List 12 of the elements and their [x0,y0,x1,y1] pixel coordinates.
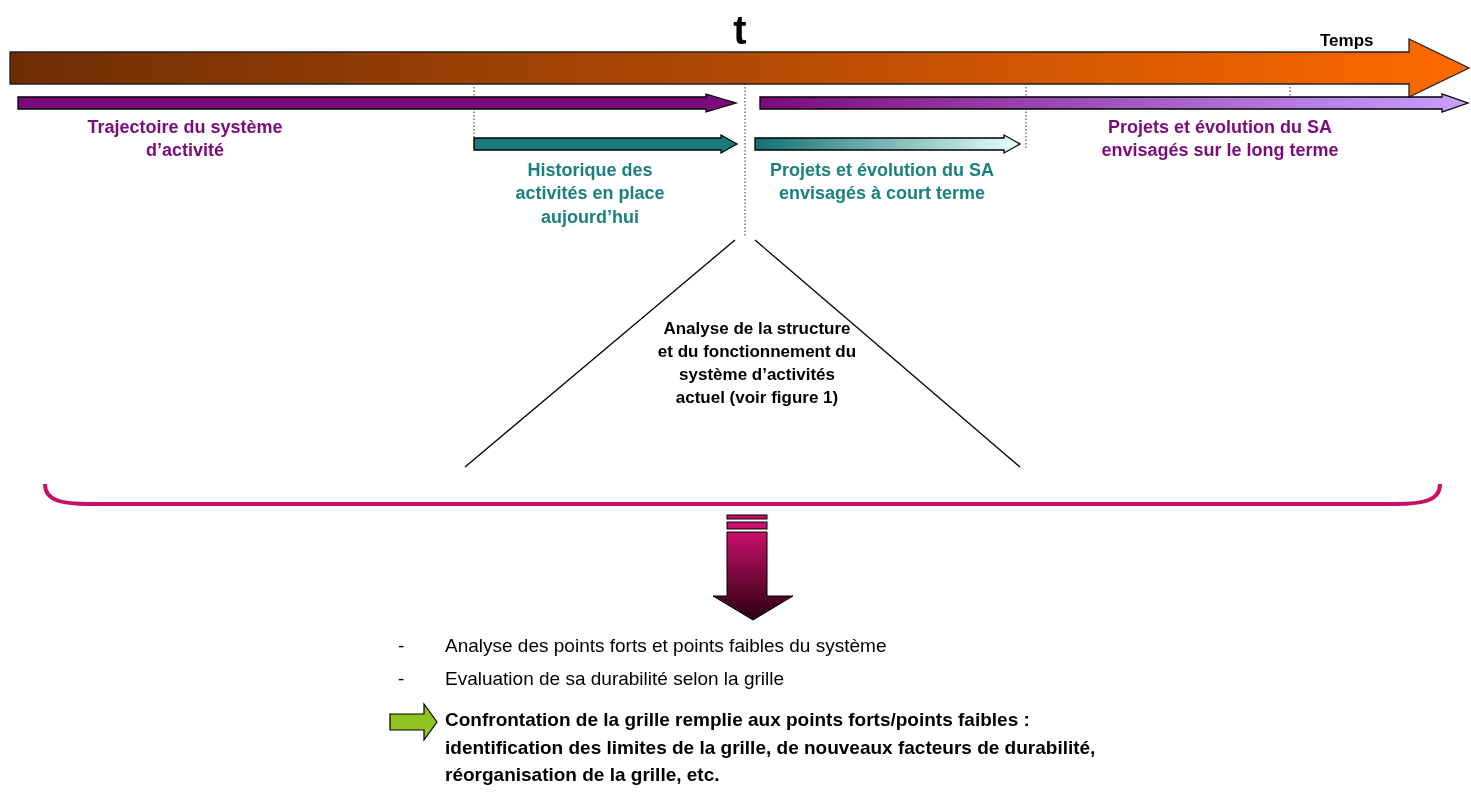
bullet-dash: - [398,634,406,658]
period-label: Trajectoire du système d’activité [86,116,284,163]
period-label: Projets et évolution du SA envisagés sur le long terme [1100,116,1340,163]
bullet-text: Analyse des points forts et points faibles du système [445,634,888,658]
period-label: Historique des activités en place aujourd’hui [514,159,666,229]
time-marker-label: t [732,7,748,54]
period-label: Projets et évolution du SA envisagés à court terme [769,159,995,206]
bullet-dash: - [398,667,406,691]
analysis-label: Analyse de la structure et du fonctionnement du système d’activités actuel (voir figure 1) [657,318,857,409]
axis-label: Temps [1320,30,1375,52]
conclusion-text: Confrontation de la grille remplie aux points forts/points faibles : identification des limites de la grille, de nouveaux facteurs de durabilité, réorganisation de la grille, etc. [445,708,1097,788]
bullet-text: Evaluation de sa durabilité selon la grille [445,667,786,691]
